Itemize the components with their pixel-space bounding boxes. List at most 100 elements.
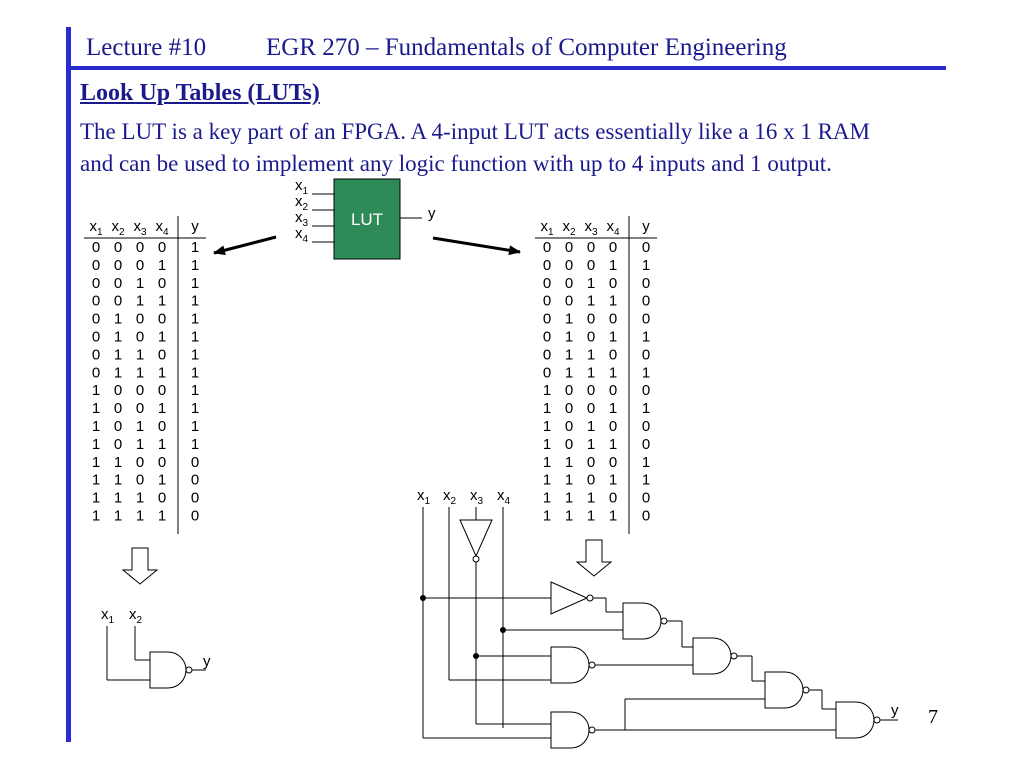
right-table-cell: 1 xyxy=(543,382,551,399)
left-table-cell: 1 xyxy=(92,382,100,399)
right-table-output-cell: 0 xyxy=(642,508,650,525)
left-table-header-4-base: y xyxy=(191,218,199,235)
left-table-cell: 0 xyxy=(158,346,166,363)
left-table-output-cell: 0 xyxy=(191,472,199,489)
right-table-cell: 1 xyxy=(565,454,573,471)
left-table-cell: 0 xyxy=(114,275,122,292)
right-table-header-4: y xyxy=(642,218,650,235)
right-table-cell: 0 xyxy=(543,257,551,274)
right-table-cell: 1 xyxy=(565,346,573,363)
left-table-cell: 1 xyxy=(158,257,166,274)
left-table-cell: 0 xyxy=(158,382,166,399)
left-table-cell: 1 xyxy=(114,508,122,525)
right-table-cell: 0 xyxy=(587,257,595,274)
body-text: The LUT is a key part of an FPGA. A 4-in… xyxy=(80,116,1020,180)
right-circuit-input-label-4: x4 xyxy=(497,487,511,507)
left-table-cell: 0 xyxy=(92,293,100,310)
right-circuit-input-label-1: x1 xyxy=(417,487,431,507)
left-table-output-cell: 1 xyxy=(191,382,199,399)
left-table-output-cell: 1 xyxy=(191,239,199,256)
lut-block: LUT y xyxy=(312,178,436,260)
right-table-cell: 0 xyxy=(543,364,551,381)
nand-gate-b xyxy=(550,646,590,684)
left-table-cell: 1 xyxy=(92,508,100,525)
left-table-cell: 1 xyxy=(114,364,122,381)
right-table-cell: 1 xyxy=(609,472,617,489)
left-table-cell: 0 xyxy=(114,400,122,417)
right-table-output-cell: 1 xyxy=(642,257,650,274)
right-table-output-cell: 1 xyxy=(642,364,650,381)
left-down-arrow-icon xyxy=(121,547,159,585)
right-table-cell: 0 xyxy=(609,454,617,471)
left-table-cell: 1 xyxy=(158,508,166,525)
left-table-header-0-base: x xyxy=(89,218,97,235)
right-table-cell: 1 xyxy=(587,436,595,453)
right-table-header-1-base: x xyxy=(562,218,570,235)
right-table-cell: 0 xyxy=(587,382,595,399)
left-table-cell: 0 xyxy=(92,329,100,346)
right-table-cell: 1 xyxy=(609,400,617,417)
lut-output-label: y xyxy=(428,205,436,222)
right-down-arrow-icon xyxy=(575,539,613,577)
left-table-cell: 0 xyxy=(158,454,166,471)
right-table-cell: 1 xyxy=(565,508,573,525)
nand-gate-e xyxy=(550,711,590,749)
right-table-header-1-sub: 2 xyxy=(570,227,576,238)
right-table-cell: 1 xyxy=(609,508,617,525)
left-table-cell: 0 xyxy=(158,275,166,292)
left-table-cell: 1 xyxy=(92,454,100,471)
nand-gate-c-bubble xyxy=(730,652,738,660)
left-nand-bubble xyxy=(185,666,193,674)
left-table-output-cell: 1 xyxy=(191,275,199,292)
left-table-cell: 1 xyxy=(136,418,144,435)
nand-gate-f xyxy=(835,701,875,739)
left-table-cell: 0 xyxy=(114,293,122,310)
right-table-cell: 1 xyxy=(587,508,595,525)
left-table-cell: 1 xyxy=(158,472,166,489)
right-table-cell: 0 xyxy=(565,400,573,417)
left-table-cell: 1 xyxy=(158,400,166,417)
right-circuit-output-label: y xyxy=(891,702,899,719)
right-table-cell: 1 xyxy=(609,293,617,310)
nand-gate-d-bubble xyxy=(802,686,810,694)
nand-gate-c xyxy=(692,637,732,675)
lut-input-label-4: x4 xyxy=(295,225,309,245)
right-table-cell: 1 xyxy=(587,346,595,363)
right-table-cell: 1 xyxy=(543,436,551,453)
left-table-cell: 1 xyxy=(136,364,144,381)
left-table-cell: 0 xyxy=(114,257,122,274)
right-table-cell: 1 xyxy=(587,490,595,507)
right-table-cell: 0 xyxy=(565,257,573,274)
right-table-output-cell: 0 xyxy=(642,311,650,328)
left-table-cell: 0 xyxy=(114,418,122,435)
arrow-to-right-table xyxy=(432,236,521,256)
nand-gate-e-bubble xyxy=(588,726,596,734)
lecture-number: Lecture #10 xyxy=(86,34,207,61)
left-circuit-input-label-1-base: x xyxy=(101,606,109,623)
junction-x3 xyxy=(473,653,479,659)
right-table-cell: 0 xyxy=(543,275,551,292)
right-table-output-cell: 1 xyxy=(642,329,650,346)
right-table-cell: 1 xyxy=(543,490,551,507)
right-table-cell: 1 xyxy=(609,329,617,346)
left-table-cell: 1 xyxy=(114,346,122,363)
right-circuit-input-label-2-sub: 2 xyxy=(451,496,457,507)
right-table-cell: 1 xyxy=(565,490,573,507)
right-table-cell: 0 xyxy=(587,400,595,417)
left-table-cell: 1 xyxy=(92,490,100,507)
left-table-cell: 1 xyxy=(114,311,122,328)
left-table-output-cell: 1 xyxy=(191,364,199,381)
right-table-header-1: x2 xyxy=(562,218,576,238)
left-table-output-cell: 0 xyxy=(191,508,199,525)
right-table-header-0-base: x xyxy=(540,218,548,235)
right-table-cell: 1 xyxy=(543,508,551,525)
lut-input-label-2-sub: 2 xyxy=(303,202,309,213)
right-table-cell: 0 xyxy=(609,346,617,363)
right-table-cell: 0 xyxy=(543,239,551,256)
left-table-output-cell: 1 xyxy=(191,311,199,328)
right-table-cell: 1 xyxy=(543,418,551,435)
right-circuit-input-label-3: x3 xyxy=(470,487,484,507)
left-table-output-cell: 1 xyxy=(191,329,199,346)
